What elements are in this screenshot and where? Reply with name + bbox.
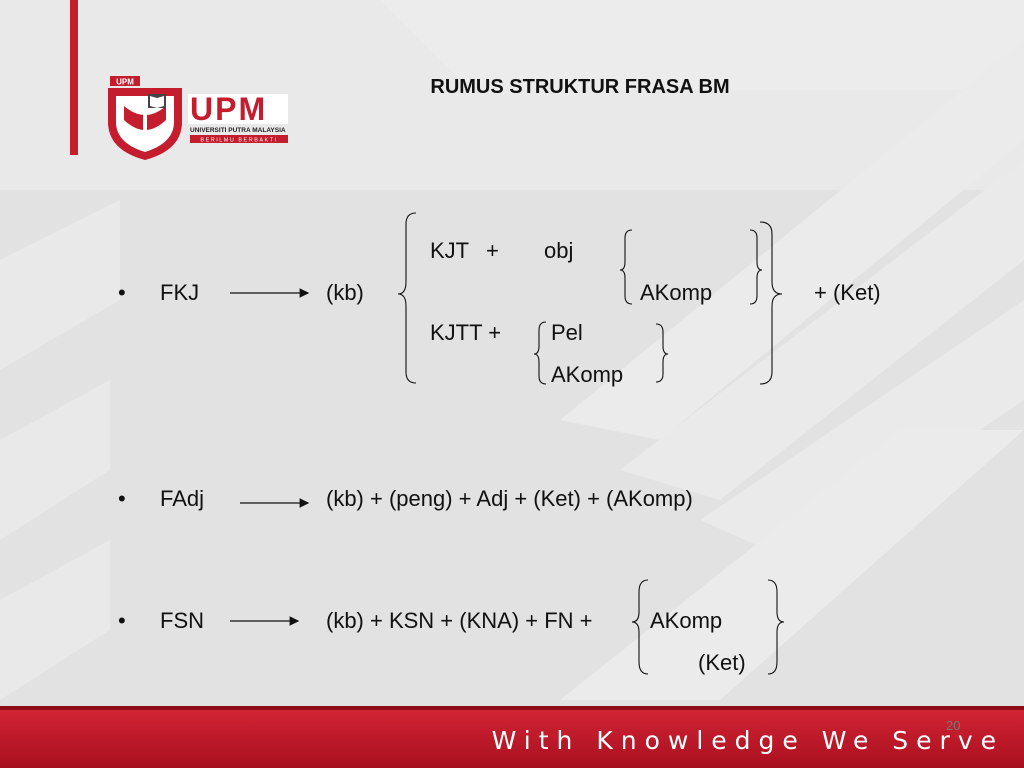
rule-fkj-prefix: (kb) xyxy=(326,280,364,305)
slide-title: RUMUS STRUKTUR FRASA BM xyxy=(430,76,730,98)
bullet-fkj: • xyxy=(118,280,126,305)
logo-motto: BERILMU BERBAKTI xyxy=(200,138,277,144)
rule-fadj-formula: (kb) + (peng) + Adj + (Ket) + (AKomp) xyxy=(326,486,693,511)
rule-fkj-label: FKJ xyxy=(160,280,200,305)
rule-fsn-akomp: AKomp xyxy=(650,608,723,633)
footer-tagline: With Knowledge We Serve xyxy=(491,726,1004,755)
rule-fkj-ket: + (Ket) xyxy=(814,280,881,305)
logo-wordmark: UPM xyxy=(190,91,267,127)
rule-fkj-plus: + xyxy=(486,238,499,263)
rule-fkj-akomp-2: AKomp xyxy=(551,362,624,387)
rule-fkj-pel: Pel xyxy=(551,320,583,345)
rule-fkj-kjt: KJT xyxy=(430,238,470,263)
footer-stripe xyxy=(0,706,1024,710)
rule-fsn-ket: (Ket) xyxy=(698,650,746,675)
upm-logo: UPM UPM UNIVERSITI PUTRA MALAYSIA BERILM… xyxy=(108,76,288,160)
bullet-fsn: • xyxy=(118,608,126,633)
bullet-fadj: • xyxy=(118,486,126,511)
logo-university-name: UNIVERSITI PUTRA MALAYSIA xyxy=(190,127,286,134)
rule-fkj-akomp: AKomp xyxy=(640,280,713,305)
logo-badge-text: UPM xyxy=(116,78,134,87)
footer-band: With Knowledge We Serve xyxy=(0,706,1024,768)
rule-fadj-label: FAdj xyxy=(160,486,205,511)
rule-fkj-obj: obj xyxy=(544,238,574,263)
rule-fkj-kjtt: KJTT + xyxy=(430,320,502,345)
page-number: 20 xyxy=(946,718,961,733)
rule-fsn-formula: (kb) + KSN + (KNA) + FN + xyxy=(326,608,593,633)
rule-fsn-label: FSN xyxy=(160,608,204,633)
